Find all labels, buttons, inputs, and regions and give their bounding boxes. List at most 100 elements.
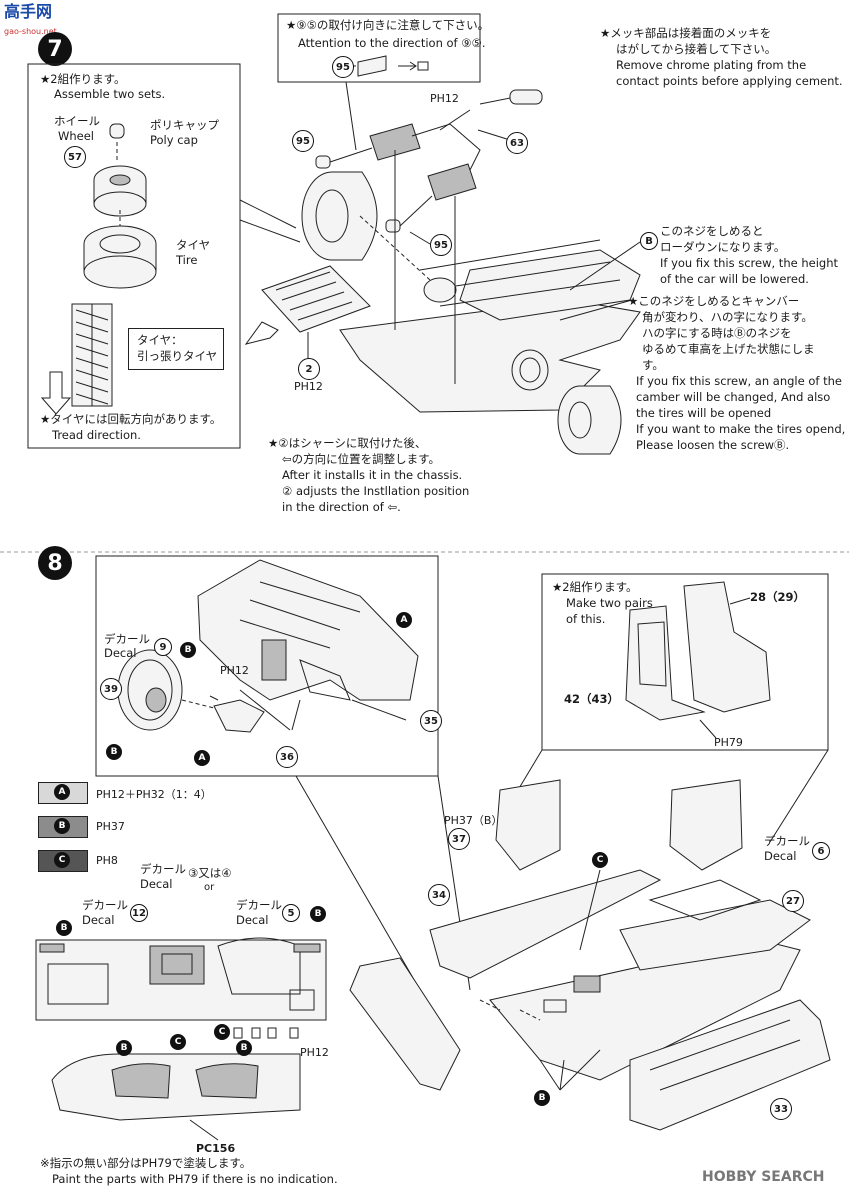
decal-12-jp: デカール [82, 898, 128, 912]
part-2-text: 2 [305, 363, 313, 375]
color-a-dash: A [396, 612, 412, 628]
steering-decal-jp: デカール [104, 632, 150, 646]
paint-ph12-plate: PH12 [294, 380, 323, 393]
paint-note-jp: ※指示の無い部分はPH79で塗装します。 [40, 1156, 252, 1170]
chassis-drawing [339, 239, 641, 413]
chrome-note-en1: Remove chrome plating from the [616, 58, 807, 72]
part-35-text: 35 [424, 715, 438, 727]
part-2: 2 [298, 358, 320, 380]
site-domain: gao-shou.net [4, 27, 57, 36]
color-b-floor: B [534, 1090, 550, 1106]
paint-pc156: PC156 [196, 1142, 236, 1155]
color-b-door-right-text: B [240, 1043, 248, 1053]
color-c-dash-text: C [218, 1027, 226, 1037]
dashboard-box-frame [95, 555, 439, 777]
part-36: 36 [276, 746, 298, 768]
part-33-text: 33 [774, 1103, 788, 1115]
part-39-text: 39 [104, 683, 118, 695]
plate-part-2 [244, 265, 371, 360]
assemble-note-jp: ★2組作ります。 [40, 72, 126, 86]
attention-en: Attention to the direction of ⑨⑤. [298, 36, 486, 50]
decal-5: 5 [282, 904, 300, 922]
color-c-door: C [170, 1034, 186, 1050]
interior-drawing [349, 779, 831, 1131]
screw-b-marker: B [640, 232, 658, 250]
part-35: 35 [420, 710, 442, 732]
legend-key-a: A [54, 784, 70, 800]
legend-text-b: PH37 [96, 820, 125, 833]
part-27-text: 27 [786, 895, 800, 907]
attention-box-frame [277, 13, 481, 83]
legend-text-a: PH12＋PH32（1：4） [96, 788, 212, 801]
color-c-dash: C [214, 1024, 230, 1040]
part-28-29: 28（29） [750, 590, 806, 604]
two-pairs-en2: of this. [566, 612, 606, 626]
camber-note-jp1: ★このネジをしめるとキャンバー [628, 294, 800, 308]
tire-drawing [83, 210, 157, 289]
chassis-note-jp2: ⇦の方向に位置を調整します。 [282, 452, 440, 466]
legend-key-c: C [54, 852, 70, 868]
part-57-text: 57 [68, 151, 82, 163]
color-b-steering-bottom-text: B [110, 747, 118, 757]
chassis-note-en2: ② adjusts the Instllation position [282, 484, 470, 498]
paint-ph12-knobs: PH12 [300, 1046, 329, 1059]
color-b-floor-text: B [538, 1093, 546, 1103]
screw-note-en1: If you fix this screw, the height [660, 256, 838, 270]
color-b-door-left: B [116, 1040, 132, 1056]
assemble-note-en: Assemble two sets. [54, 87, 166, 101]
step-7-badge: 7 [38, 32, 72, 66]
paint-note-en: Paint the parts with PH79 if there is no… [52, 1172, 338, 1186]
right-rear-tire [557, 385, 622, 455]
attention-jp: ★⑨⑤の取付け向きに注意して下さい。 [286, 18, 490, 32]
decal-12-en: Decal [82, 913, 115, 927]
camber-note-en5: Please loosen the screwⒷ. [636, 438, 790, 452]
legend-key-c-text: C [58, 855, 66, 865]
color-b-door-left-text: B [120, 1043, 128, 1053]
color-b-dash-right: B [310, 906, 326, 922]
camber-note-en2: camber will be changed, And also [636, 390, 831, 404]
polycap-label-jp: ポリキャップ [150, 118, 219, 132]
legend-key-a-text: A [58, 787, 66, 797]
decal-5-text: 5 [287, 907, 295, 919]
two-pairs-en1: Make two pairs [566, 596, 653, 610]
tire-label-jp: タイヤ [176, 238, 211, 252]
chrome-note-en2: contact points before applying cement. [616, 74, 843, 88]
part-42-43: 42（43） [564, 692, 620, 706]
part-37: 37 [448, 828, 470, 850]
part-63-text: 63 [510, 137, 524, 149]
color-a-dash-text: A [400, 615, 408, 625]
camber-note-en4: If you want to make the tires opend, [636, 422, 846, 436]
tire-label-en: Tire [176, 253, 198, 267]
wheel-drawing [93, 123, 147, 217]
color-b-steering-top: B [180, 642, 196, 658]
part-95-lower-text: 95 [434, 239, 448, 251]
step-8-number: 8 [47, 550, 63, 576]
rear-seat-box-frame [541, 573, 829, 751]
decal-5-jp: デカール [236, 898, 282, 912]
site-logo-text: 高手网 [4, 2, 53, 21]
screw-b-marker-text: B [645, 235, 653, 247]
hobby-search-watermark: HOBBY SEARCH [702, 1169, 825, 1185]
paint-ph79-seat: PH79 [714, 736, 743, 749]
tread-pattern [71, 303, 113, 407]
tread-arrow [40, 371, 72, 415]
paint-ph12-top: PH12 [430, 92, 459, 105]
screw-note-jp2: ローダウンになります。 [660, 240, 786, 254]
color-b-steering-bottom: B [106, 744, 122, 760]
camber-note-en3: the tires will be opened [636, 406, 772, 420]
part-95-upper-text: 95 [296, 135, 310, 147]
left-rear-tire [301, 171, 431, 281]
part-34-text: 34 [432, 889, 446, 901]
part-36-text: 36 [280, 751, 294, 763]
decal-9: 9 [154, 638, 172, 656]
chrome-note-jp1: ★メッキ部品は接着面のメッキを [600, 26, 772, 40]
color-c-door-text: C [174, 1037, 182, 1047]
color-b-dash-right-text: B [314, 909, 322, 919]
color-b-door-right: B [236, 1040, 252, 1056]
screw-note-jp1: このネジをしめると [660, 224, 764, 238]
door-panel-decal-drawing [51, 1053, 301, 1141]
chassis-note-en3: in the direction of ⇦. [282, 500, 401, 514]
decal-3-4-jp: デカール [140, 862, 186, 876]
camber-note-jp3: ハの字にする時はⒷのネジを [642, 326, 792, 340]
